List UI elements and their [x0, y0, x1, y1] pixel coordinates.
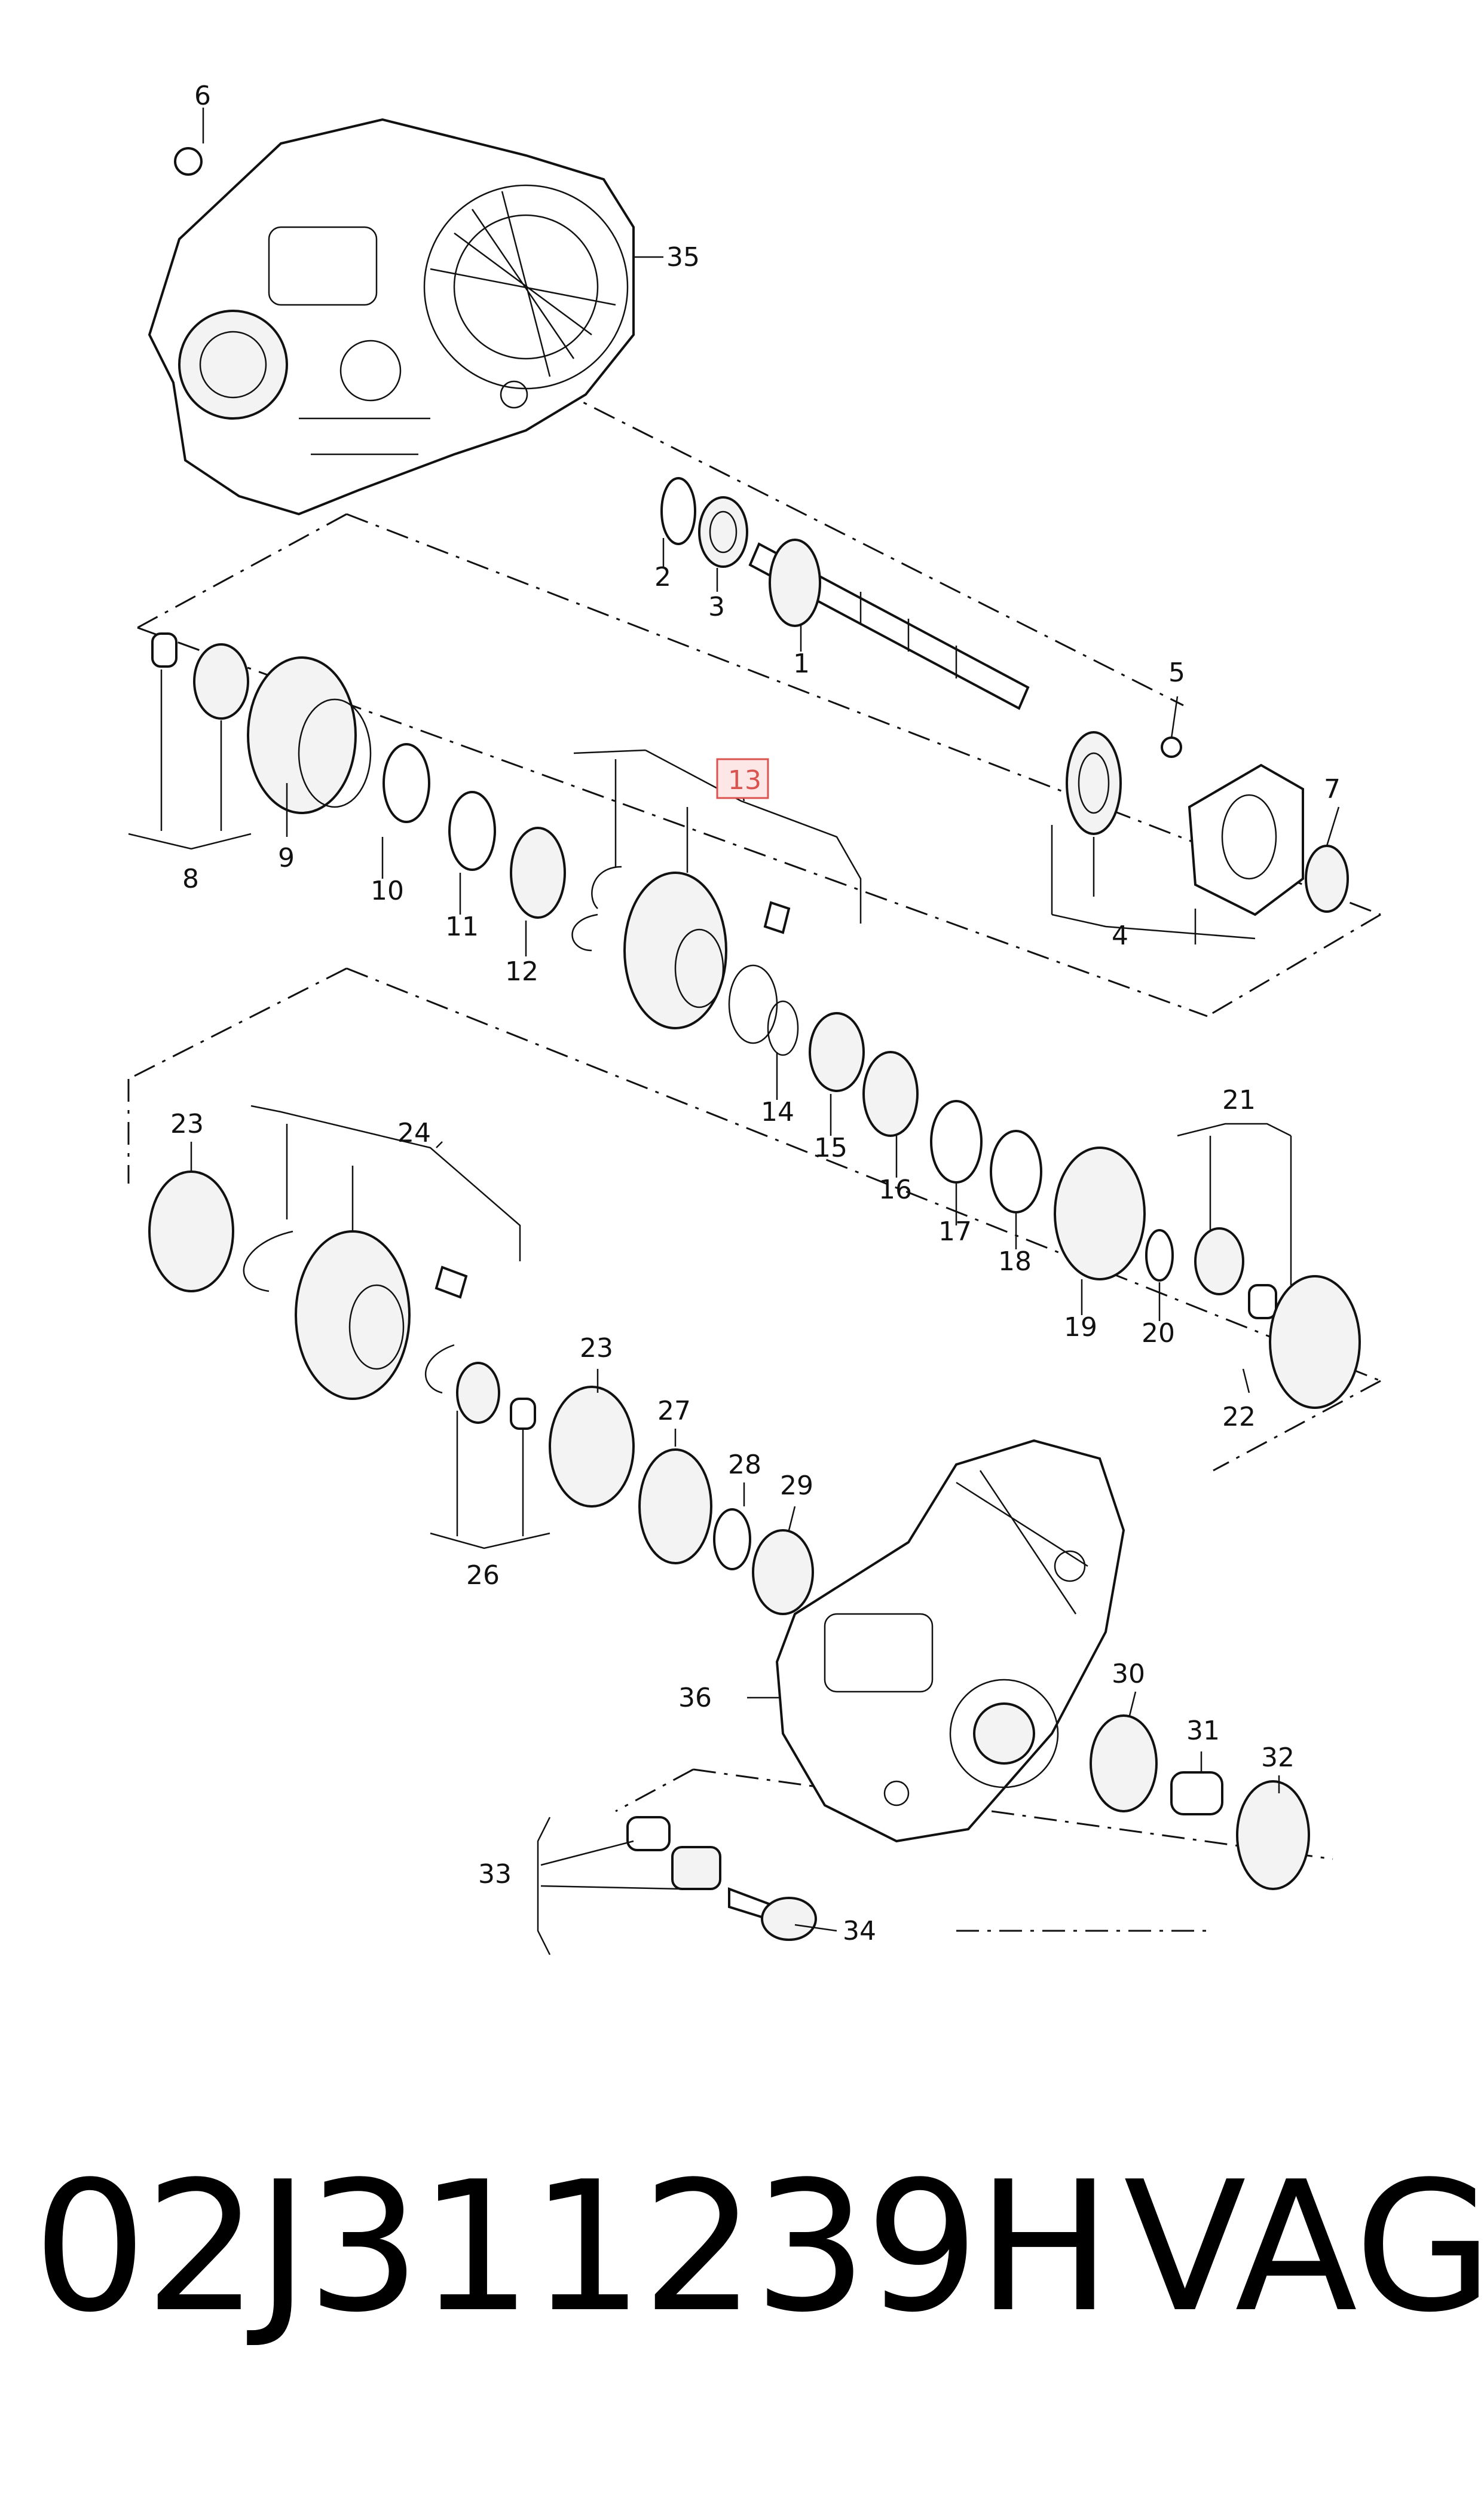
brand-name: VAG	[1124, 2143, 1484, 2352]
callout-35: 35	[666, 242, 700, 273]
callout-31: 31	[1186, 1716, 1220, 1746]
callout-30: 30	[1112, 1659, 1145, 1689]
caption: 02J311239H VAG	[0, 2140, 1484, 2355]
callout-1: 1	[793, 649, 810, 679]
callout-10: 10	[371, 876, 404, 906]
assembly-guide-lines	[127, 387, 1381, 1932]
gearbox-housing-upper	[148, 118, 635, 516]
callout-29: 29	[780, 1471, 813, 1501]
callout-32: 32	[1261, 1742, 1295, 1773]
callout-27: 27	[657, 1396, 691, 1426]
part-number: 02J311239H	[33, 2143, 1112, 2352]
callout-5: 5	[1168, 658, 1185, 688]
callout-24: 24	[397, 1118, 431, 1148]
callout-9: 9	[278, 843, 295, 873]
callout-7: 7	[1324, 774, 1341, 805]
callout-33: 33	[478, 1859, 512, 1890]
leader-lines	[128, 108, 1340, 1955]
exploded-gearbox-diagram: 6 35 2 3 1 5 7 4 8 9 10 11 12 13 14 15 1…	[127, 81, 1381, 1955]
callout-34: 34	[843, 1916, 876, 1946]
callout-23-left: 23	[170, 1109, 204, 1139]
gearbox-housing-lower	[775, 1439, 1125, 1843]
callout-6: 6	[194, 81, 211, 111]
nut-6	[174, 147, 203, 176]
callout-36: 36	[678, 1683, 712, 1713]
callout-11: 11	[445, 912, 479, 942]
callout-21: 21	[1222, 1085, 1256, 1115]
callout-13: 13	[728, 765, 761, 796]
callout-3: 3	[708, 592, 725, 622]
callout-12: 12	[505, 956, 538, 987]
callout-2: 2	[654, 562, 671, 592]
callout-18: 18	[998, 1246, 1032, 1277]
callout-19: 19	[1064, 1312, 1097, 1343]
callout-8: 8	[182, 864, 199, 894]
callout-16: 16	[879, 1175, 912, 1205]
input-shaft-group	[660, 477, 1030, 710]
callout-20: 20	[1142, 1318, 1175, 1349]
highlight-box-13	[716, 758, 769, 799]
callout-23-right: 23	[580, 1333, 613, 1364]
callout-22: 22	[1222, 1402, 1256, 1432]
callout-17: 17	[938, 1216, 972, 1247]
callout-4: 4	[1112, 921, 1128, 951]
callout-14: 14	[761, 1097, 794, 1127]
lower-gear-parts	[626, 1714, 1310, 1941]
callout-26: 26	[466, 1560, 500, 1591]
main-shaft-parts-row2	[148, 1170, 814, 1615]
callout-28: 28	[728, 1450, 761, 1480]
callout-labels: 6 35 2 3 1 5 7 4 8 9 10 11 12 13 14 15 1…	[170, 81, 1341, 1946]
main-shaft-parts-row1	[151, 632, 1361, 1409]
callout-15: 15	[814, 1133, 847, 1163]
